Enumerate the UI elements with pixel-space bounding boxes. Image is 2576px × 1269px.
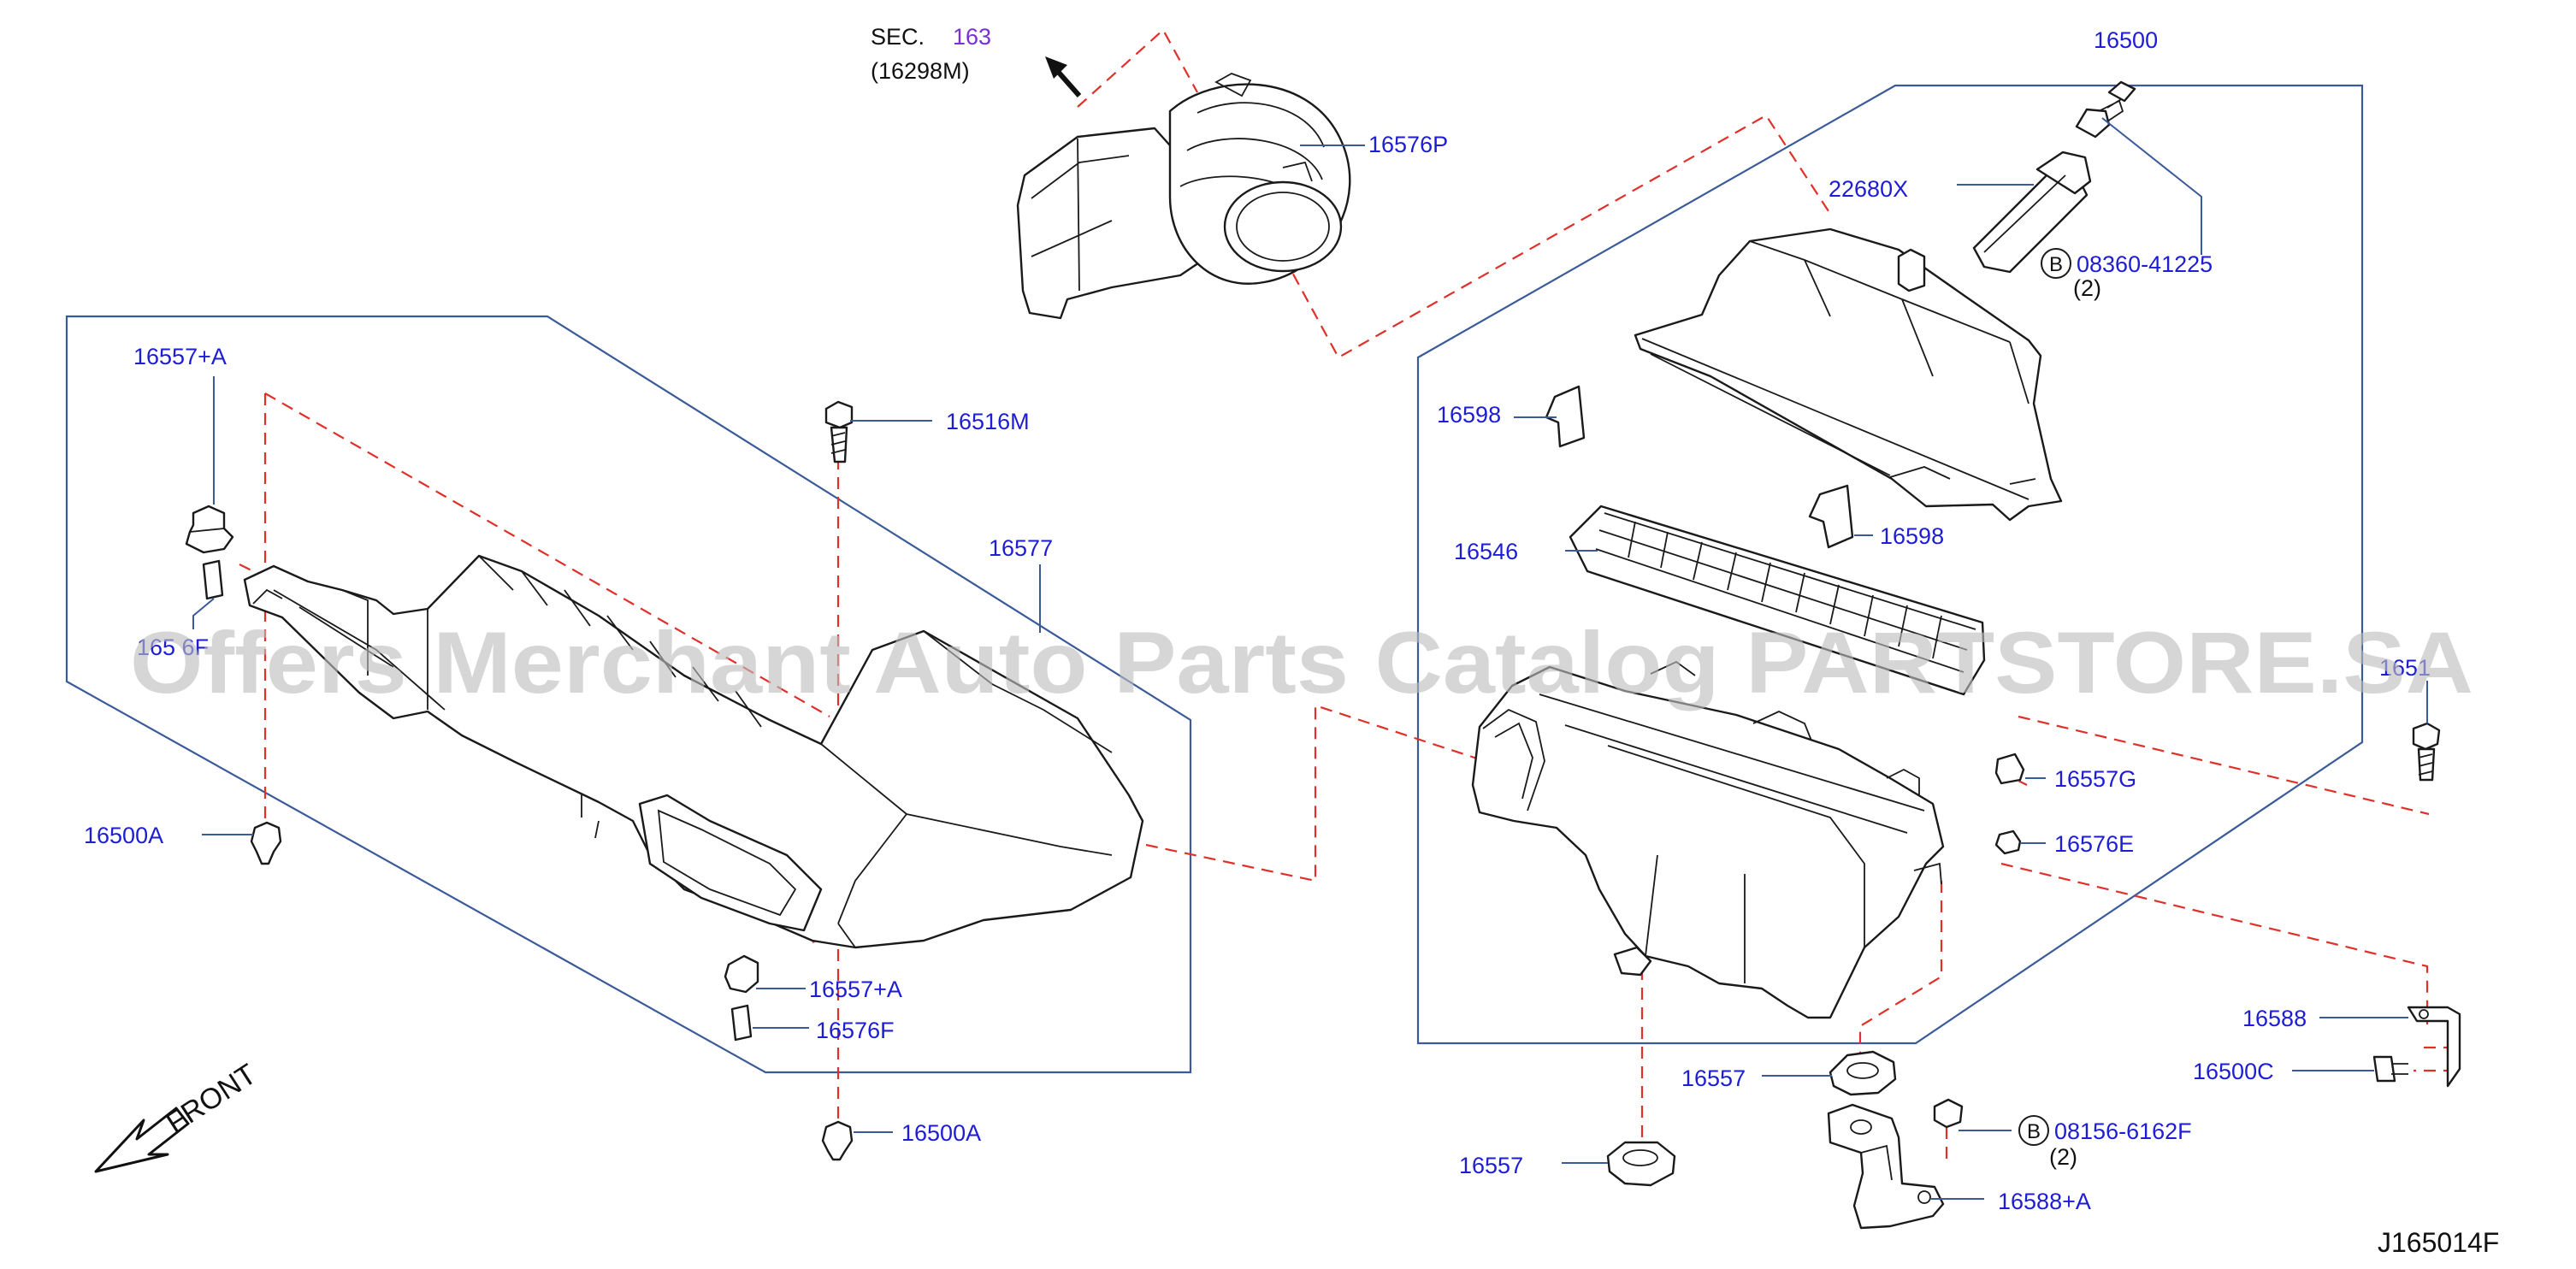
collar-16576E[interactable] bbox=[1994, 829, 2022, 855]
front-label: FRONT bbox=[161, 1058, 263, 1140]
front-arrow-icon bbox=[94, 1107, 190, 1173]
right-assembly-frame bbox=[1416, 84, 2364, 1045]
bolt-08360-41225[interactable] bbox=[2075, 80, 2136, 139]
label-16588[interactable]: 16588 bbox=[2242, 1006, 2307, 1031]
label-16500A-bottom[interactable]: 16500A bbox=[901, 1120, 981, 1146]
label-16598-right[interactable]: 16598 bbox=[1880, 523, 1944, 549]
bracket-16588[interactable] bbox=[2407, 1006, 2461, 1088]
label-16577[interactable]: 16577 bbox=[989, 535, 1053, 561]
air-flow-sensor-22680X[interactable] bbox=[1972, 151, 2092, 274]
air-cleaner-lower-case-16500[interactable] bbox=[1471, 660, 1945, 1019]
bolt-16500C[interactable] bbox=[2372, 1055, 2408, 1083]
label-08156-6162F[interactable]: 08156-6162F bbox=[2054, 1118, 2192, 1144]
section-prefix-label: SEC. bbox=[871, 24, 925, 50]
label-08360-41225[interactable]: 08360-41225 bbox=[2077, 251, 2213, 277]
grommet-16557-bottom[interactable] bbox=[1606, 1141, 1676, 1187]
clip-16598-right[interactable] bbox=[1808, 484, 1854, 549]
label-16588A[interactable]: 16588+A bbox=[1998, 1189, 2091, 1214]
bolt-badge-letter: B bbox=[2049, 253, 2063, 276]
label-16576F-left[interactable]: 165 6F bbox=[137, 634, 209, 660]
label-16576F-bottom[interactable]: 16576F bbox=[816, 1018, 895, 1043]
diagram-code: J165014F bbox=[2378, 1227, 2499, 1258]
label-16557A-bottom[interactable]: 16557+A bbox=[809, 977, 902, 1002]
bolt-16516-right[interactable] bbox=[2412, 722, 2441, 782]
qty-08360-41225: (2) bbox=[2073, 275, 2101, 301]
bracket-16588A[interactable] bbox=[1827, 1103, 1945, 1230]
bolt-badge-icon bbox=[2018, 1115, 2049, 1146]
collar-16576F-bottom[interactable] bbox=[730, 1004, 753, 1042]
qty-08156-6162F: (2) bbox=[2049, 1144, 2077, 1170]
clip-16500A-bottom[interactable] bbox=[821, 1120, 854, 1161]
label-16500C[interactable]: 16500C bbox=[2193, 1059, 2274, 1084]
grommet-16557A-bottom[interactable] bbox=[724, 954, 759, 994]
left-assembly-frame bbox=[65, 315, 1192, 1074]
label-22680X[interactable]: 22680X bbox=[1829, 176, 1908, 202]
grommet-16557A-top[interactable] bbox=[185, 505, 234, 554]
air-duct-16576P[interactable] bbox=[1016, 73, 1351, 320]
clip-16557G[interactable] bbox=[1994, 753, 2025, 785]
air-duct-resonator-16577[interactable] bbox=[243, 554, 1144, 949]
section-sub-label: (16298M) bbox=[871, 58, 970, 84]
leader-lines bbox=[192, 117, 2428, 1200]
arrow-up-left-icon bbox=[1045, 56, 1082, 97]
label-16546[interactable]: 16546 bbox=[1454, 539, 1518, 564]
air-filter-element-16546[interactable] bbox=[1569, 505, 1986, 696]
bolt-badge-letter: B bbox=[2027, 1120, 2041, 1143]
label-16516M[interactable]: 16516M bbox=[946, 409, 1030, 434]
label-16576P[interactable]: 16576P bbox=[1368, 132, 1448, 157]
label-16500A-left[interactable]: 16500A bbox=[84, 823, 163, 848]
label-16500[interactable]: 16500 bbox=[2094, 27, 2158, 53]
bolt-badge-icon bbox=[2041, 248, 2071, 279]
bolt-16516M[interactable] bbox=[824, 400, 854, 463]
bolt-08156-6162F[interactable] bbox=[1933, 1098, 1964, 1129]
label-1651-partial[interactable]: 1651 bbox=[2379, 655, 2431, 681]
grommet-16557-mid[interactable] bbox=[1829, 1050, 1897, 1096]
label-16557G[interactable]: 16557G bbox=[2054, 766, 2136, 792]
label-16557-bottom[interactable]: 16557 bbox=[1459, 1153, 1523, 1178]
label-16598-left[interactable]: 16598 bbox=[1437, 402, 1501, 428]
collar-16576F-left[interactable] bbox=[202, 559, 224, 600]
air-cleaner-upper-cover-16500[interactable] bbox=[1634, 227, 2063, 522]
section-number-link[interactable]: 163 bbox=[953, 24, 991, 50]
watermark-text: Offers Merchant Auto Parts Catalog PARTS… bbox=[130, 614, 2473, 711]
label-16557A-top[interactable]: 16557+A bbox=[133, 344, 227, 369]
clip-16500A-left[interactable] bbox=[250, 821, 282, 865]
label-16576E[interactable]: 16576E bbox=[2054, 831, 2134, 857]
label-16557-mid[interactable]: 16557 bbox=[1681, 1065, 1746, 1091]
